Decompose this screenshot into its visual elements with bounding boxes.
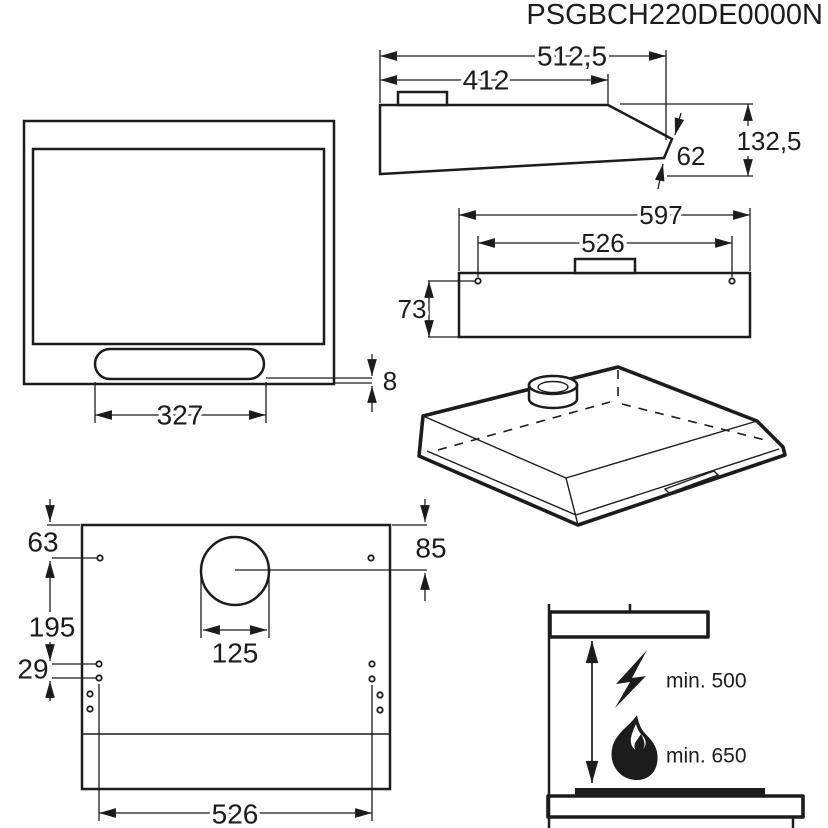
dim-front-edge-height: 62 (677, 141, 706, 171)
side-view-hood-body (378, 103, 674, 176)
screw-hole (95, 660, 103, 668)
rear-view-duct-stub (573, 257, 637, 275)
duct-hole (199, 535, 271, 607)
side-view-switch-box (396, 90, 449, 107)
duct-outlet (527, 374, 579, 410)
dim-edge-to-duct-center: 85 (415, 533, 446, 564)
dim-body-height: 73 (398, 294, 427, 324)
dim-depth-top: 412 (463, 65, 510, 96)
hood-3d-handle (663, 470, 720, 494)
dim-edge-to-top-holes: 63 (27, 527, 58, 558)
flame-icon (611, 715, 658, 781)
screw-hole (368, 675, 376, 683)
screw-hole (367, 554, 375, 562)
clearance-hood (548, 610, 710, 639)
screw-hole (368, 660, 376, 668)
product-code: PSGBCH220DE0000N (526, 0, 823, 31)
screw-hole (376, 691, 384, 699)
dim-width-total: 597 (639, 200, 682, 230)
hob-surface (575, 788, 765, 796)
cooktop-body (546, 794, 805, 819)
screw-hole (86, 690, 94, 698)
dim-mid-holes-gap: 29 (17, 654, 48, 685)
dim-top-to-mid-holes: 195 (29, 612, 76, 643)
dim-holes-width: 526 (212, 799, 259, 828)
mount-hole (728, 277, 736, 285)
lightning-icon (615, 650, 647, 708)
perspective-view (417, 365, 787, 527)
screw-hole (376, 706, 384, 714)
hood-3d-outline (417, 365, 787, 527)
rear-view-body (457, 271, 752, 339)
mounting-template-view: 63 195 29 85 125 526 (14, 499, 450, 828)
side-view: 512,5 412 132,5 62 (378, 37, 805, 190)
clearance-electric-label: min. 500 (666, 670, 747, 693)
dim-height-rear: 132,5 (736, 126, 801, 156)
rear-view: 597 526 73 (394, 197, 752, 339)
clearance-view: min. 500 min. 650 (546, 604, 805, 828)
dim-handle-width: 327 (157, 400, 204, 431)
screw-hole (86, 705, 94, 713)
dim-handle-gap: 8 (383, 366, 397, 396)
front-view-inner-panel (31, 147, 326, 346)
mount-hole (474, 277, 482, 285)
dim-mounting-width: 526 (581, 228, 624, 258)
dim-depth-total: 512,5 (537, 41, 607, 72)
front-view: 327 8 (22, 119, 401, 434)
screw-hole (96, 554, 104, 562)
dim-duct-diameter: 125 (212, 638, 259, 669)
front-view-handle (93, 347, 266, 381)
screw-hole (95, 674, 103, 682)
clearance-gas-label: min. 650 (666, 745, 747, 768)
